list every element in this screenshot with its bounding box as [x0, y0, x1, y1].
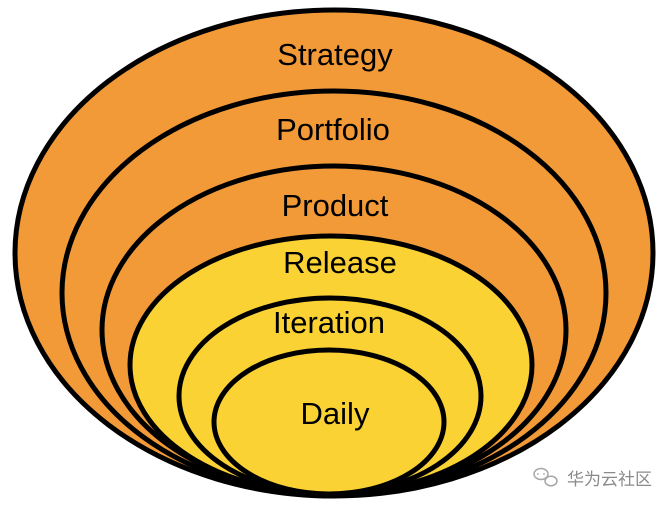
- watermark: 华为云社区: [533, 467, 652, 490]
- level-label-portfolio: Portfolio: [276, 112, 390, 147]
- chat-bubble-icon: [533, 467, 558, 487]
- level-label-strategy: Strategy: [277, 37, 393, 72]
- watermark-text: 华为云社区: [567, 470, 652, 490]
- level-label-release: Release: [283, 245, 397, 280]
- level-label-daily: Daily: [301, 396, 370, 431]
- level-label-product: Product: [282, 188, 389, 223]
- level-ring-daily: [211, 347, 447, 497]
- level-label-iteration: Iteration: [273, 305, 385, 340]
